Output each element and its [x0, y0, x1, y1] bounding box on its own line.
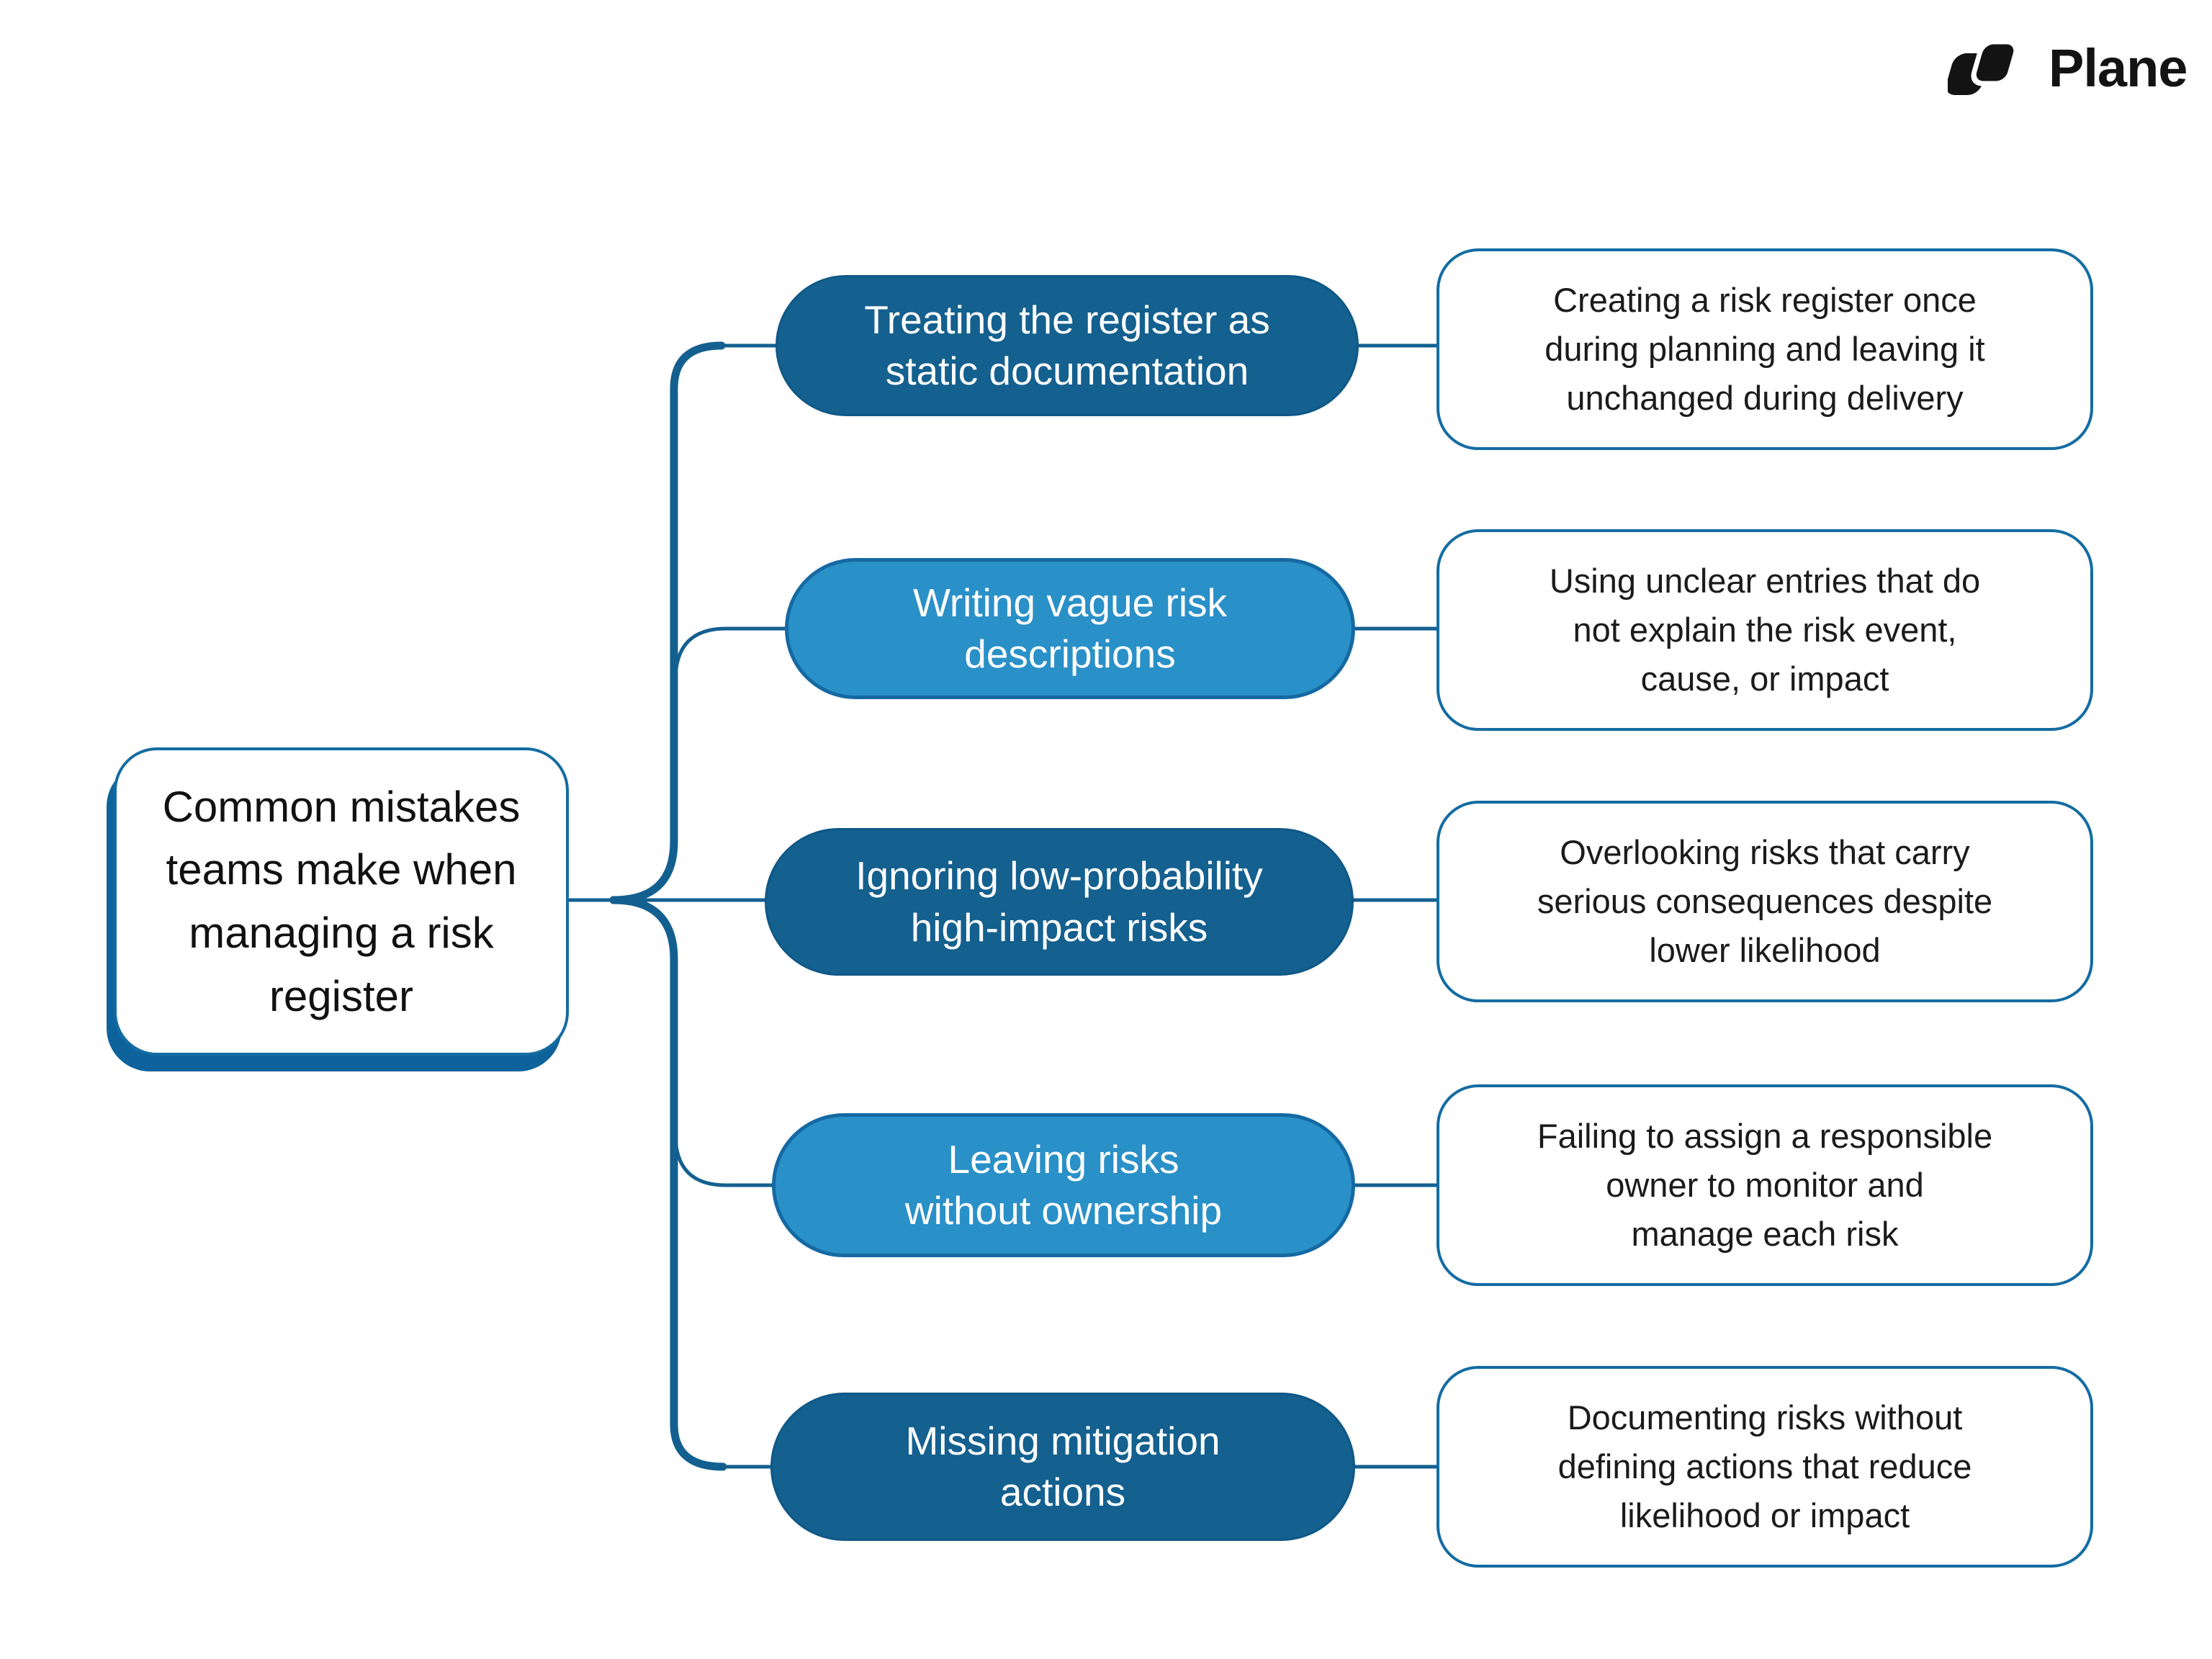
- trunk-down: [609, 896, 727, 1471]
- branch-line-4: [673, 1133, 774, 1187]
- brand-name: Plane: [2049, 38, 2188, 98]
- branch-pill-1: Treating the register as static document…: [775, 275, 1359, 416]
- branch-pill-5: Missing mitigation actions: [770, 1393, 1355, 1541]
- branch-pill-3: Ignoring low-probability high-impact ris…: [765, 828, 1354, 976]
- plane-logo-icon: [1948, 39, 2019, 95]
- brand-logo: Plane: [1948, 29, 2207, 108]
- branch-description-4: Failing to assign a responsible owner to…: [1437, 1084, 2093, 1286]
- branch-line-2: [673, 626, 787, 681]
- branch-pill-4: Leaving risks without ownership: [772, 1113, 1355, 1257]
- branch-description-1: Creating a risk register once during pla…: [1437, 248, 2093, 450]
- branch-pill-2: Writing vague risk descriptions: [785, 558, 1355, 699]
- branch-description-2: Using unclear entries that do not explai…: [1437, 529, 2093, 731]
- branch-description-3: Overlooking risks that carry serious con…: [1437, 801, 2093, 1002]
- root-node: Common mistakes teams make when managing…: [114, 747, 569, 1056]
- trunk-up: [609, 341, 726, 904]
- branch-description-5: Documenting risks without defining actio…: [1437, 1366, 2093, 1568]
